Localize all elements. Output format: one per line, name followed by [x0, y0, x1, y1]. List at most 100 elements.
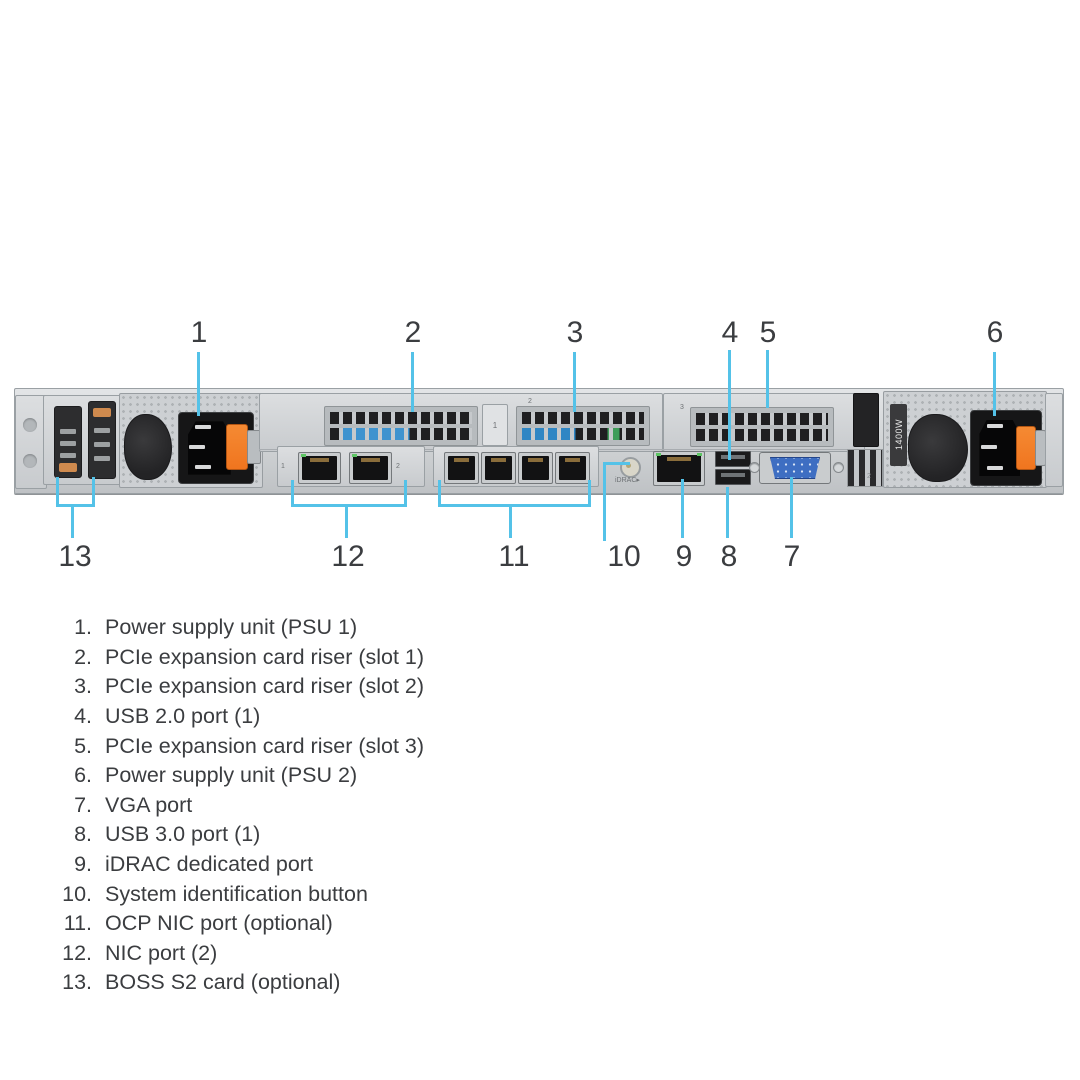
legend-item: 3. PCIe expansion card riser (slot 2) — [56, 672, 696, 702]
ocp-nic-port-4 — [555, 452, 590, 484]
legend-item-number: 13. — [62, 970, 92, 995]
leader-elbow-10 — [603, 462, 630, 541]
boss-s2-card — [43, 395, 131, 485]
legend-item: 5. PCIe expansion card riser (slot 3) — [56, 731, 696, 761]
leader-bracket-12 — [291, 480, 407, 507]
riser-divider-tab: 1 — [482, 404, 508, 446]
leader-bracket-13 — [56, 477, 95, 507]
legend-item-number: 7. — [74, 792, 92, 817]
nic-block: 1 2 — [277, 446, 425, 487]
nic-port-1 — [298, 452, 341, 484]
callout-number-5: 5 — [759, 316, 777, 349]
legend-item: 1. Power supply unit (PSU 1) — [56, 613, 696, 643]
ocp-nic-cage — [433, 446, 599, 487]
vga-connector — [770, 457, 820, 479]
leader-line-6 — [993, 352, 996, 416]
nic-port-2 — [349, 452, 392, 484]
callout-number-1: 1 — [190, 316, 208, 349]
ear-screw-hole — [23, 454, 37, 468]
callout-number-9: 9 — [675, 540, 693, 573]
leader-line-1 — [197, 352, 200, 416]
legend-item-number: 5. — [74, 733, 92, 758]
legend-item-number: 11. — [63, 911, 92, 936]
server-rear-chassis: 1 2 3 1 — [14, 388, 1064, 494]
legend-item-label: PCIe expansion card riser (slot 2) — [105, 674, 425, 699]
leader-stem-12 — [345, 504, 348, 538]
legend-item-label: Power supply unit (PSU 1) — [105, 615, 358, 640]
callout-number-6: 6 — [986, 316, 1004, 349]
legend-list: 1. Power supply unit (PSU 1) 2. PCIe exp… — [56, 613, 696, 998]
right-end-cap — [1045, 393, 1063, 487]
pcie-riser-slot2-vents — [516, 406, 650, 446]
psu2-power-inlet — [970, 410, 1042, 486]
leader-line-9 — [681, 479, 684, 538]
legend-item-number: 10. — [62, 881, 92, 906]
ocp-nic-port-3 — [518, 452, 553, 484]
legend-item-label: USB 3.0 port (1) — [105, 822, 261, 847]
callout-number-11: 11 — [498, 540, 530, 573]
riser-tray-3: 3 — [663, 393, 865, 452]
psu2-release-latch — [1016, 426, 1036, 470]
left-mounting-ear — [15, 395, 47, 489]
callout-number-3: 3 — [566, 316, 584, 349]
legend-item-number: 2. — [74, 644, 92, 669]
legend-item: 10. System identification button — [56, 879, 696, 909]
perforated-vent-area — [847, 449, 883, 487]
legend-item: 4. USB 2.0 port (1) — [56, 702, 696, 732]
legend-item: 7. VGA port — [56, 791, 696, 821]
ocp-nic-port-2 — [481, 452, 516, 484]
leader-line-4 — [728, 350, 731, 460]
legend-item: 13. BOSS S2 card (optional) — [56, 968, 696, 998]
legend-item-number: 3. — [74, 674, 92, 699]
nic2-label: 2 — [396, 463, 400, 470]
idrac-dedicated-port — [653, 451, 705, 486]
idrac-port-label: iDRAC▸ — [615, 477, 640, 484]
psu2: 1400W — [883, 391, 1047, 488]
leader-line-7 — [790, 477, 793, 538]
riser1-label: 1 — [492, 420, 498, 430]
legend-item-number: 9. — [74, 852, 92, 877]
leader-stem-13 — [71, 504, 74, 538]
callout-number-13: 13 — [58, 540, 92, 573]
callout-number-10: 10 — [607, 540, 641, 573]
legend-item-label: Power supply unit (PSU 2) — [105, 763, 358, 788]
legend-item-number: 8. — [74, 822, 92, 847]
pcie-riser-slot1-vents — [324, 406, 478, 446]
legend-item-number: 6. — [74, 763, 92, 788]
vga-screw-right — [833, 462, 844, 473]
psu1-cable-strap — [124, 414, 172, 480]
legend-item: 11. OCP NIC port (optional) — [56, 909, 696, 939]
callout-number-8: 8 — [720, 540, 738, 573]
legend-item-label: PCIe expansion card riser (slot 1) — [105, 644, 425, 669]
nic1-label: 1 — [281, 463, 285, 470]
legend-item: 2. PCIe expansion card riser (slot 1) — [56, 643, 696, 673]
legend-item-label: OCP NIC port (optional) — [105, 911, 333, 936]
legend-item: 8. USB 3.0 port (1) — [56, 820, 696, 850]
legend-item-label: iDRAC dedicated port — [105, 852, 313, 877]
callout-number-4: 4 — [721, 316, 739, 349]
riser2-label: 2 — [528, 398, 532, 405]
leader-bracket-11 — [438, 480, 591, 507]
legend-item-label: PCIe expansion card riser (slot 3) — [105, 733, 425, 758]
ear-screw-hole — [23, 418, 37, 432]
psu1-release-latch — [226, 424, 248, 470]
psu1 — [119, 393, 263, 488]
boss-m2-slot-2 — [88, 401, 116, 479]
legend-item-label: NIC port (2) — [105, 940, 218, 965]
riser-tray-1-2: 1 2 — [259, 393, 663, 452]
vga-screw-left — [749, 462, 760, 473]
boss-m2-slot-1 — [54, 406, 82, 478]
leader-line-2 — [411, 352, 414, 412]
psu2-wattage-band: 1400W — [890, 404, 907, 466]
usb2-port — [715, 451, 751, 467]
callout-number-7: 7 — [783, 540, 801, 573]
legend-item-label: VGA port — [105, 792, 193, 817]
leader-line-5 — [766, 350, 769, 408]
pcie-riser-slot3-vents — [690, 407, 834, 447]
legend-item: 9. iDRAC dedicated port — [56, 850, 696, 880]
cable-arm-clip — [853, 393, 879, 447]
legend-item: 12. NIC port (2) — [56, 939, 696, 969]
riser3-label: 3 — [680, 404, 684, 411]
ocp-nic-port-1 — [444, 452, 479, 484]
